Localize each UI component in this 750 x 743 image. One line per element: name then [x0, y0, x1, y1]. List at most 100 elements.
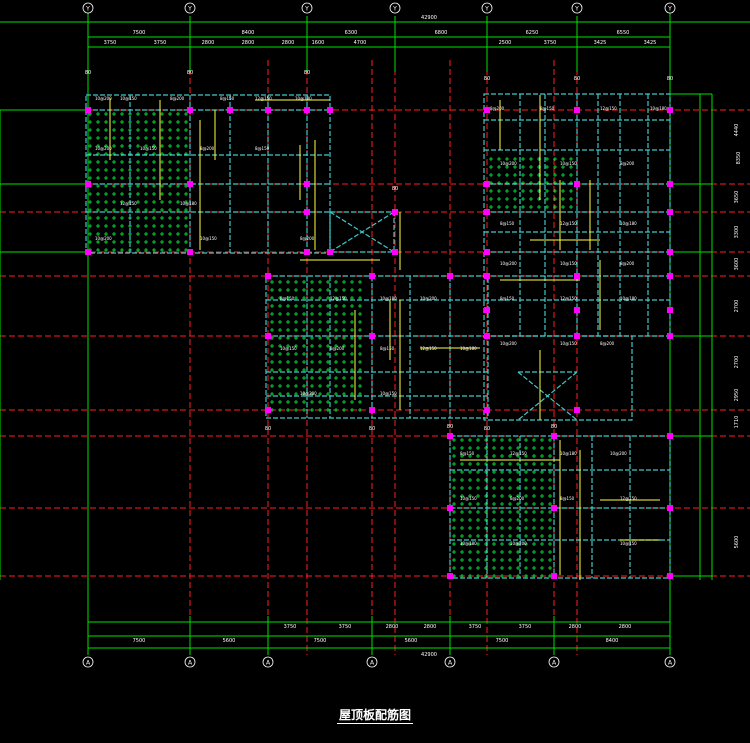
hatch-mark — [294, 360, 298, 364]
hatch-mark — [516, 566, 520, 570]
hatch-mark — [278, 368, 282, 372]
hatch-mark — [168, 240, 172, 244]
slab-label: 12@150 — [510, 451, 527, 456]
hatch-mark — [553, 157, 557, 161]
hatch-mark — [540, 550, 544, 554]
hatch-mark — [540, 470, 544, 474]
hatch-mark — [505, 189, 509, 193]
hatch-mark — [136, 160, 140, 164]
hatch-mark — [342, 400, 346, 404]
hatch-mark — [286, 320, 290, 324]
hatch-mark — [302, 360, 306, 364]
column — [447, 433, 453, 439]
hatch-mark — [540, 534, 544, 538]
hatch-mark — [270, 344, 274, 348]
hatch-mark — [136, 208, 140, 212]
axis-bubble-bottom-circle — [366, 656, 378, 668]
slab-label: 8@200 — [510, 496, 525, 501]
hatch-mark — [545, 189, 549, 193]
hatch-mark — [476, 478, 480, 482]
hatch-mark — [302, 384, 306, 388]
hatch-mark — [516, 502, 520, 506]
hatch-mark — [278, 320, 282, 324]
hatch-mark — [160, 192, 164, 196]
hatch-mark — [508, 510, 512, 514]
hatch-mark — [516, 494, 520, 498]
hatch-mark — [508, 438, 512, 442]
hatch-mark — [104, 240, 108, 244]
hatch-mark — [529, 165, 533, 169]
hatch-mark — [104, 208, 108, 212]
beam-outline — [85, 94, 331, 254]
hatch-mark — [176, 112, 180, 116]
hatch-mark — [452, 510, 456, 514]
axis-bubble-top-circle — [389, 2, 401, 14]
hatch-mark — [294, 280, 298, 284]
hatch-mark — [524, 470, 528, 474]
hatch-mark — [302, 392, 306, 396]
slab-label: 10@180 — [560, 451, 577, 456]
hatch-mark — [452, 478, 456, 482]
slab-label: 10@200 — [500, 261, 517, 266]
hatch-mark — [492, 470, 496, 474]
hatch-mark — [553, 165, 557, 169]
column-tag: 80 — [667, 76, 673, 82]
hatch-mark — [176, 216, 180, 220]
hatch-mark — [168, 176, 172, 180]
hatch-mark — [460, 534, 464, 538]
dimension-text: 6250 — [526, 30, 539, 36]
hatch-mark — [168, 248, 172, 252]
hatch-mark — [569, 189, 573, 193]
slab-label: 10@180 — [620, 221, 637, 226]
hatch-mark — [468, 438, 472, 442]
hatch-mark — [318, 344, 322, 348]
hatch-mark — [278, 304, 282, 308]
slab-label: 10@150 — [460, 496, 477, 501]
hatch-mark — [104, 120, 108, 124]
column-tag: 80 — [551, 424, 557, 430]
hatch-mark — [452, 526, 456, 530]
hatch-mark — [508, 470, 512, 474]
hatch-mark — [452, 518, 456, 522]
hatch-mark — [350, 280, 354, 284]
column — [187, 249, 193, 255]
hatch-mark — [460, 486, 464, 490]
hatch-mark — [302, 376, 306, 380]
hatch-mark — [136, 224, 140, 228]
hatch-mark — [532, 518, 536, 522]
column — [484, 181, 490, 187]
hatch-mark — [350, 312, 354, 316]
slab-label: 10@180 — [650, 106, 667, 111]
hatch-mark — [302, 400, 306, 404]
hatch-mark — [160, 144, 164, 148]
hatch-mark — [120, 144, 124, 148]
hatch-mark — [278, 328, 282, 332]
column — [574, 407, 580, 413]
slab-label: 10@150 — [120, 96, 137, 101]
hatch-mark — [460, 462, 464, 466]
hatch-mark — [342, 280, 346, 284]
hatch-mark — [500, 486, 504, 490]
hatch-mark — [318, 368, 322, 372]
column — [447, 273, 453, 279]
hatch-mark — [521, 197, 525, 201]
hatch-mark — [318, 280, 322, 284]
hatch-mark — [176, 144, 180, 148]
hatch-mark — [120, 200, 124, 204]
hatch-mark — [318, 352, 322, 356]
hatch-mark — [318, 304, 322, 308]
hatch-mark — [508, 478, 512, 482]
hatch-mark — [96, 176, 100, 180]
hatch-mark — [529, 189, 533, 193]
hatch-mark — [302, 312, 306, 316]
hatch-mark — [310, 408, 314, 412]
hatch-mark — [476, 542, 480, 546]
dimension-text: 5600 — [734, 536, 740, 549]
hatch-mark — [334, 352, 338, 356]
hatch-mark — [492, 574, 496, 578]
hatch-mark — [160, 112, 164, 116]
hatch-mark — [532, 526, 536, 530]
hatch-mark — [270, 320, 274, 324]
hatch-mark — [104, 232, 108, 236]
hatch-mark — [302, 408, 306, 412]
